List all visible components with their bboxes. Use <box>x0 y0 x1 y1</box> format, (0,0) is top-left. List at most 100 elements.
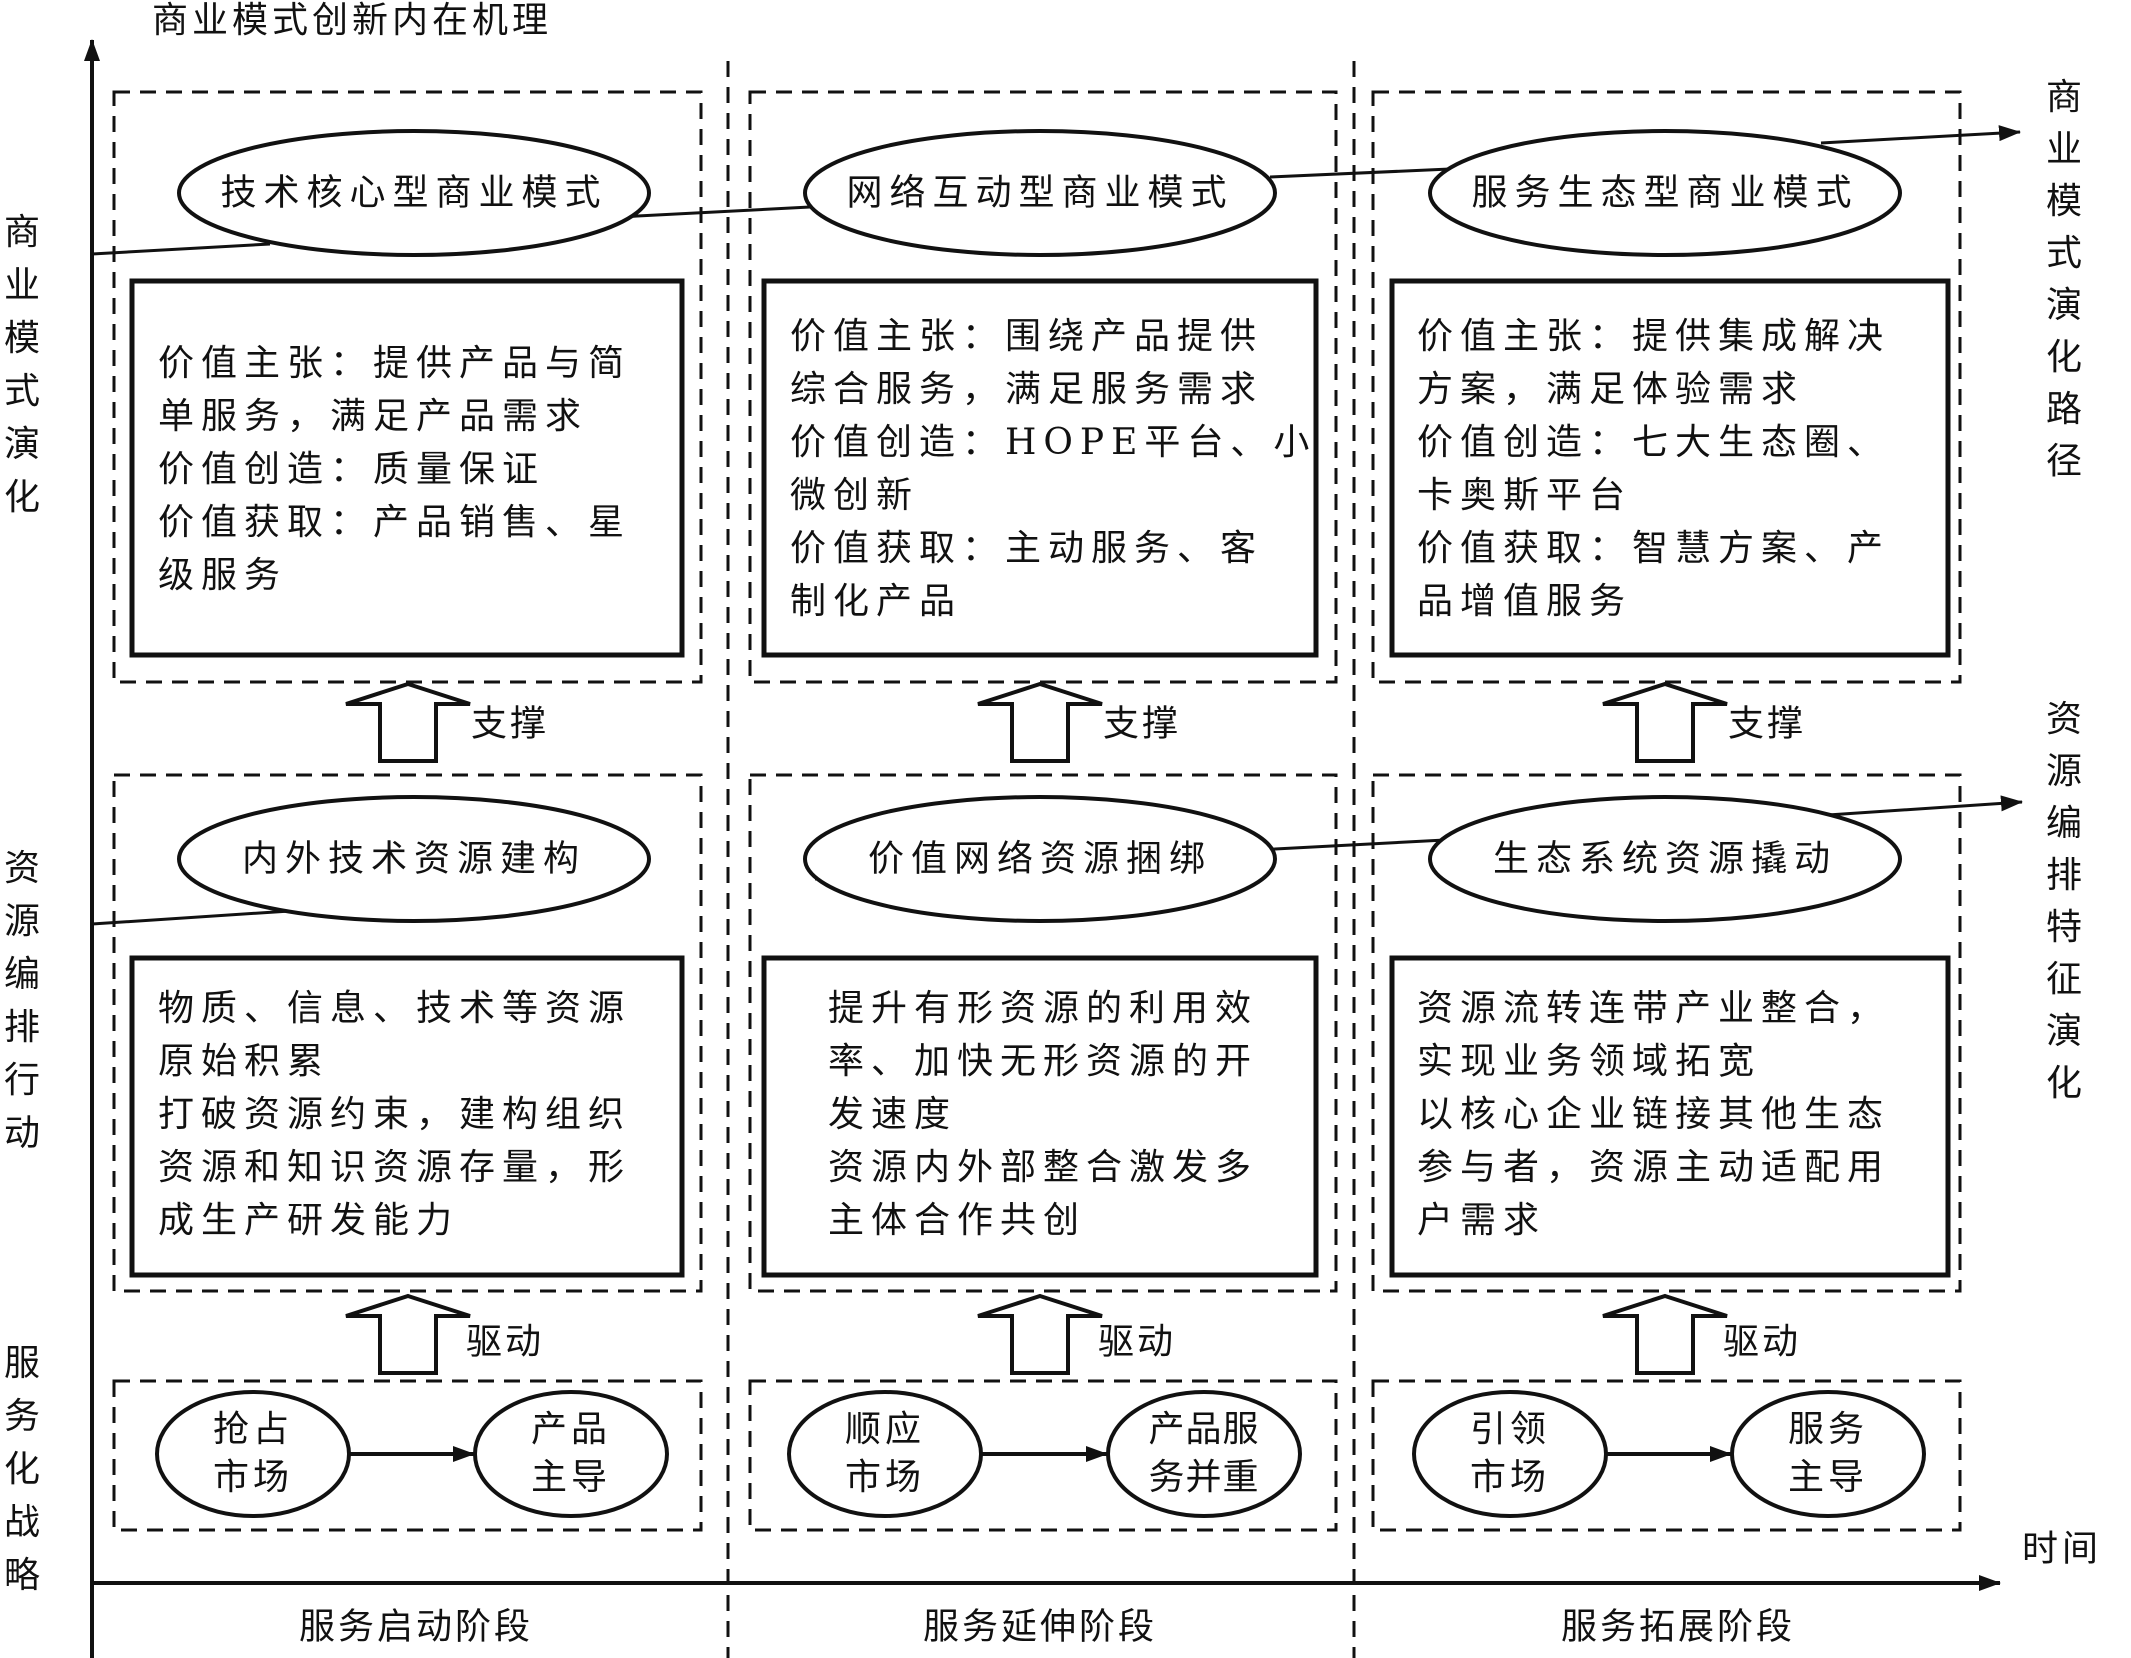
drive-arrow-icon <box>345 1293 471 1375</box>
bm-ellipse-1 <box>177 129 651 257</box>
res-box-1 <box>129 955 685 1278</box>
res-ellipse-3 <box>1428 795 1902 923</box>
strategy-node-label: 服务主导 <box>1788 1406 1868 1502</box>
strategy-node-label: 顺应市场 <box>845 1406 925 1502</box>
text-line: 率、加快无形资源的开 <box>828 1041 1259 1082</box>
drive-arrow-icon <box>977 1293 1103 1375</box>
text-line: 主导 <box>1787 1457 1869 1498</box>
text-line: 价值主张：提供集成解决 <box>1417 316 1891 357</box>
bm-box-2 <box>761 278 1319 658</box>
diagram-title: 商业模式创新内在机理 <box>152 0 553 41</box>
bm-ellipse-label-1: 技术核心型商业模式 <box>220 172 608 214</box>
res-ellipse-2 <box>803 795 1277 923</box>
text-line: 产品 <box>530 1409 612 1450</box>
res-container-1 <box>112 773 703 1293</box>
text-line: 市场 <box>844 1457 926 1498</box>
res-box-text-2: 提升有形资源的利用效 率、加快无形资源的开 发速度 资源内外部整合激发多 主体合… <box>828 982 1258 1247</box>
support-arrow-icon <box>345 681 471 763</box>
support-label-3: 支撑 <box>1727 703 1807 745</box>
text-line: 服务 <box>1787 1409 1869 1450</box>
support-label-2: 支撑 <box>1102 703 1182 745</box>
strategy-node-2b <box>1106 1390 1302 1518</box>
left-label-bm-evolution: 商业模式演化 <box>3 212 40 518</box>
res-box-text-3: 资源流转连带产业整合， 实现业务领域拓宽 以核心企业链接其他生态 参与者，资源主… <box>1417 982 1890 1247</box>
support-arrow-icon <box>977 681 1103 763</box>
label-line: 编排 <box>2046 803 2091 896</box>
strategy-node-1b <box>473 1390 669 1518</box>
label-line: 商业 <box>2046 77 2091 170</box>
res-path-arrow <box>1827 795 2023 817</box>
text-line: 价值获取：产品销售、星 <box>158 502 632 543</box>
text-line: 价值获取：主动服务、客 <box>790 528 1264 569</box>
label-line: 路径 <box>2046 389 2091 482</box>
left-label-resource-actions: 资源编排行动 <box>3 848 40 1154</box>
text-line: 品增值服务 <box>1417 581 1633 622</box>
strategy-node-label: 产品服务并重 <box>1148 1406 1259 1502</box>
text-line: 微创新 <box>790 475 920 516</box>
text-line: 市场 <box>1469 1457 1551 1498</box>
bm-ellipse-label-3: 服务生态型商业模式 <box>1471 172 1859 214</box>
bm-path-line <box>91 242 271 256</box>
res-container-3 <box>1371 773 1962 1293</box>
drive-arrow-icon <box>1602 1293 1728 1375</box>
text-line: 以核心企业链接其他生态 <box>1417 1094 1891 1135</box>
label-line: 特征 <box>2046 907 2091 1000</box>
text-line: 价值创造：质量保证 <box>158 449 546 490</box>
drive-label-1: 驱动 <box>465 1321 545 1363</box>
text-line: 打破资源约束，建构组织 <box>158 1094 632 1135</box>
text-line: 提升有形资源的利用效 <box>828 988 1259 1029</box>
right-label-resource-path: 资源 编排 特征 演化 <box>2046 694 2131 1110</box>
bm-container-3 <box>1371 90 1962 684</box>
text-line: 市场 <box>212 1457 294 1498</box>
text-line: 综合服务，满足服务需求 <box>790 369 1264 410</box>
res-box-2 <box>761 955 1319 1278</box>
text-line: 价值创造：七大生态圈、 <box>1417 422 1891 463</box>
strategy-node-label: 引领市场 <box>1470 1406 1550 1502</box>
label-line: 资源 <box>2046 699 2091 792</box>
text-line: 成生产研发能力 <box>158 1200 460 1241</box>
text-line: 产品服 <box>1148 1409 1260 1450</box>
text-line: 价值获取：智慧方案、产 <box>1417 528 1891 569</box>
text-line: 主体合作共创 <box>828 1200 1087 1241</box>
strategy-container-2 <box>748 1379 1338 1532</box>
text-line: 原始积累 <box>158 1041 331 1082</box>
bm-box-3 <box>1389 278 1951 658</box>
support-label-1: 支撑 <box>470 703 550 745</box>
strategy-container-1 <box>112 1379 703 1532</box>
drive-label-3: 驱动 <box>1722 1321 1802 1363</box>
strategy-node-3b <box>1730 1390 1926 1518</box>
res-ellipse-label-1: 内外技术资源建构 <box>241 838 587 880</box>
stage-label-2: 服务延伸阶段 <box>922 1606 1158 1648</box>
bm-box-1 <box>129 278 685 658</box>
text-line: 参与者，资源主动适配用 <box>1417 1147 1891 1188</box>
res-ellipse-1 <box>177 795 651 923</box>
bm-ellipse-label-2: 网络互动型商业模式 <box>846 172 1234 214</box>
text-line: 制化产品 <box>790 581 963 622</box>
stage-label-1: 服务启动阶段 <box>298 1606 534 1648</box>
res-box-text-1: 物质、信息、技术等资源 原始积累 打破资源约束，建构组织 资源和知识资源存量，形… <box>158 982 631 1247</box>
text-line: 级服务 <box>158 555 288 596</box>
text-line: 方案，满足体验需求 <box>1417 369 1805 410</box>
text-line: 卡奥斯平台 <box>1417 475 1633 516</box>
strategy-container-3 <box>1371 1379 1962 1532</box>
right-label-bm-path: 商业 模式 演化 路径 <box>2046 72 2131 488</box>
strategy-node-label: 抢占市场 <box>213 1406 293 1502</box>
bm-container-1 <box>112 90 703 684</box>
text-line: 引领 <box>1469 1409 1551 1450</box>
bm-path-arrow <box>1820 125 2021 145</box>
bm-path-line <box>1269 167 1451 179</box>
text-line: 价值主张：提供产品与简 <box>158 343 632 384</box>
text-line: 资源和知识资源存量，形 <box>158 1147 632 1188</box>
res-ellipse-label-2: 价值网络资源捆绑 <box>867 838 1213 880</box>
text-line: 实现业务领域拓宽 <box>1417 1041 1762 1082</box>
text-line: 单服务，满足产品需求 <box>158 396 589 437</box>
text-line: 发速度 <box>828 1094 958 1135</box>
support-arrow-icon <box>1602 681 1728 763</box>
bm-box-text-3: 价值主张：提供集成解决 方案，满足体验需求 价值创造：七大生态圈、 卡奥斯平台 … <box>1417 310 1890 628</box>
text-line: 资源内外部整合激发多 <box>828 1147 1259 1188</box>
text-line: 价值创造：HOPE平台、小 <box>790 422 1317 463</box>
bm-ellipse-3 <box>1428 129 1902 257</box>
bm-ellipse-2 <box>803 129 1277 257</box>
text-line: 抢占 <box>212 1409 294 1450</box>
